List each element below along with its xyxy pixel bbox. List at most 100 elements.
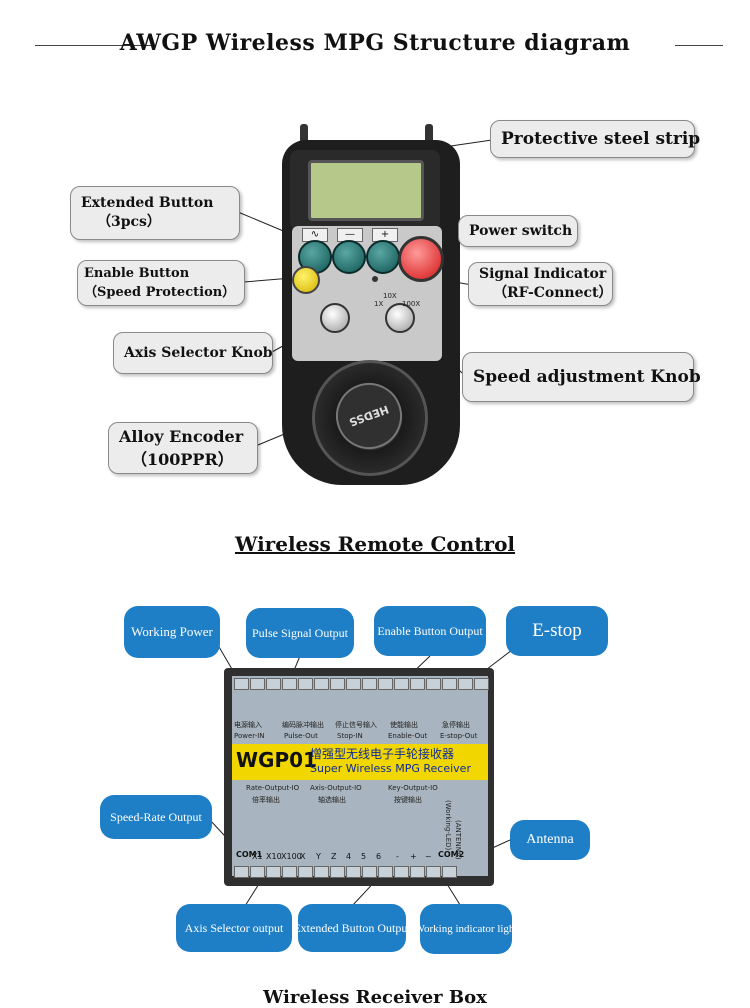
- callout-enable-button: Enable Button （Speed Protection）: [77, 260, 245, 306]
- terminal: [298, 866, 313, 878]
- extended-button-2[interactable]: [332, 240, 366, 274]
- terminal: [234, 678, 249, 690]
- top-section-enable-out: Enable-Out: [388, 732, 428, 740]
- terminal: [346, 866, 361, 878]
- terminal: [314, 678, 329, 690]
- terminal: [394, 678, 409, 690]
- axis-selector-knob[interactable]: [320, 303, 350, 333]
- terminal: [378, 866, 393, 878]
- top-section-pulse-out-cn: 编码脉冲输出: [282, 721, 324, 729]
- speed-label-10x: 10X: [383, 292, 397, 300]
- callout-encoder: Alloy Encoder （100PPR）: [108, 422, 258, 474]
- callout-extended-button-line2: （3pcs）: [97, 214, 161, 230]
- pin-5: 5: [361, 852, 367, 861]
- receiver-caption: Wireless Receiver Box: [263, 987, 487, 1008]
- pin-x: X: [300, 852, 306, 861]
- pin-minus: -: [396, 852, 399, 861]
- terminal: [298, 678, 313, 690]
- callout-signal-indicator-line2: （RF-Connect）: [493, 285, 613, 301]
- pin-com1: COM1: [236, 850, 263, 859]
- top-section-estop-out: E-stop-Out: [440, 732, 478, 740]
- callout-encoder-line1: Alloy Encoder: [119, 426, 244, 446]
- terminal: [250, 678, 265, 690]
- callout-encoder-line2: （100PPR）: [131, 449, 234, 469]
- speed-label-100x: 100X: [402, 300, 421, 308]
- receiver-name-cn: 增强型无线电子手轮接收器: [310, 747, 455, 761]
- callout-extended-button-line1: Extended Button: [81, 195, 214, 211]
- terminal: [458, 678, 473, 690]
- callout-steel-strip: Protective steel strip: [490, 120, 701, 158]
- terminal: [250, 866, 265, 878]
- terminal: [410, 866, 425, 878]
- label-axis-selector-output: Axis Selector output: [176, 904, 292, 952]
- terminal: [266, 678, 281, 690]
- terminal: [314, 866, 329, 878]
- steel-strip: [425, 124, 433, 154]
- bottom-section-rate-cn: 倍率输出: [252, 796, 280, 804]
- label-enable-button-output: Enable Button Output: [374, 606, 486, 656]
- top-section-stop-in: Stop-IN: [337, 732, 363, 740]
- pin-x1: X1: [252, 852, 263, 861]
- pin-x10: X10: [266, 852, 282, 861]
- bottom-section-axis-cn: 轴选输出: [318, 796, 346, 804]
- pin-x100: X100: [281, 852, 302, 861]
- title-rule-left: [35, 45, 155, 46]
- extended-button-3[interactable]: [366, 240, 400, 274]
- label-extended-button-output: Extended Button Output: [293, 904, 411, 952]
- callout-signal-indicator-line1: Signal Indicator: [479, 266, 607, 282]
- terminal: [282, 678, 297, 690]
- antenna-label: (ANTENNA): [454, 820, 462, 860]
- pin-y: Y: [316, 852, 321, 861]
- page-title: AWGP Wireless MPG Structure diagram: [119, 30, 631, 56]
- callout-speed-knob-text: Speed adjustment Knob: [473, 367, 701, 387]
- bottom-section-rate: Rate-Output-IO: [246, 784, 300, 792]
- power-switch[interactable]: [398, 236, 444, 282]
- pin-6: 6: [376, 852, 382, 861]
- label-working-indicator-light: Working indicator light: [415, 904, 518, 954]
- terminal: [346, 678, 361, 690]
- callout-speed-knob: Speed adjustment Knob: [462, 352, 701, 402]
- label-working-power: Working Power: [124, 606, 220, 658]
- top-section-pulse-out: Pulse-Out: [284, 732, 318, 740]
- remote-caption: Wireless Remote Control: [234, 532, 516, 556]
- pin-plus: +: [410, 852, 417, 861]
- terminal: [426, 678, 441, 690]
- top-section-power-in: Power-IN: [234, 732, 265, 740]
- label-estop: E-stop: [506, 606, 608, 656]
- bottom-section-key-cn: 按键输出: [394, 796, 422, 804]
- callout-axis-selector-knob-text: Axis Selector Knob: [124, 345, 273, 361]
- pin-z: Z: [331, 852, 337, 861]
- top-section-estop-out-cn: 急停输出: [442, 721, 470, 729]
- callout-steel-strip-text: Protective steel strip: [501, 129, 701, 149]
- callout-axis-selector-knob: Axis Selector Knob: [113, 332, 273, 374]
- receiver-name-band: [232, 744, 488, 780]
- terminal: [266, 866, 281, 878]
- terminal: [474, 678, 489, 690]
- callout-power-switch-text: Power switch: [469, 223, 573, 239]
- terminal: [442, 866, 457, 878]
- speed-adjustment-knob[interactable]: [385, 303, 415, 333]
- label-speed-rate-output: Speed-Rate Output: [100, 795, 212, 839]
- signal-indicator-led: [372, 276, 378, 282]
- title-rule-right: [675, 45, 723, 46]
- terminal: [442, 678, 457, 690]
- terminal: [378, 678, 393, 690]
- top-section-enable-out-cn: 使能输出: [390, 721, 418, 729]
- pin-com2: COM2: [438, 850, 465, 859]
- pin-tilde: ~: [425, 852, 432, 861]
- terminal: [282, 866, 297, 878]
- terminal: [330, 866, 345, 878]
- terminal: [362, 866, 377, 878]
- callout-enable-button-line2: （Speed Protection）: [84, 285, 236, 300]
- terminal: [394, 866, 409, 878]
- lcd-screen: [308, 160, 424, 221]
- enable-button[interactable]: [292, 266, 320, 294]
- callout-extended-button: Extended Button （3pcs）: [70, 186, 240, 240]
- terminal: [362, 678, 377, 690]
- terminal: [426, 866, 441, 878]
- terminal: [330, 678, 345, 690]
- pin-4: 4: [346, 852, 352, 861]
- label-pulse-signal-output: Pulse Signal Output: [246, 608, 354, 658]
- terminal: [234, 866, 249, 878]
- top-section-power-in-cn: 电源输入: [234, 721, 262, 729]
